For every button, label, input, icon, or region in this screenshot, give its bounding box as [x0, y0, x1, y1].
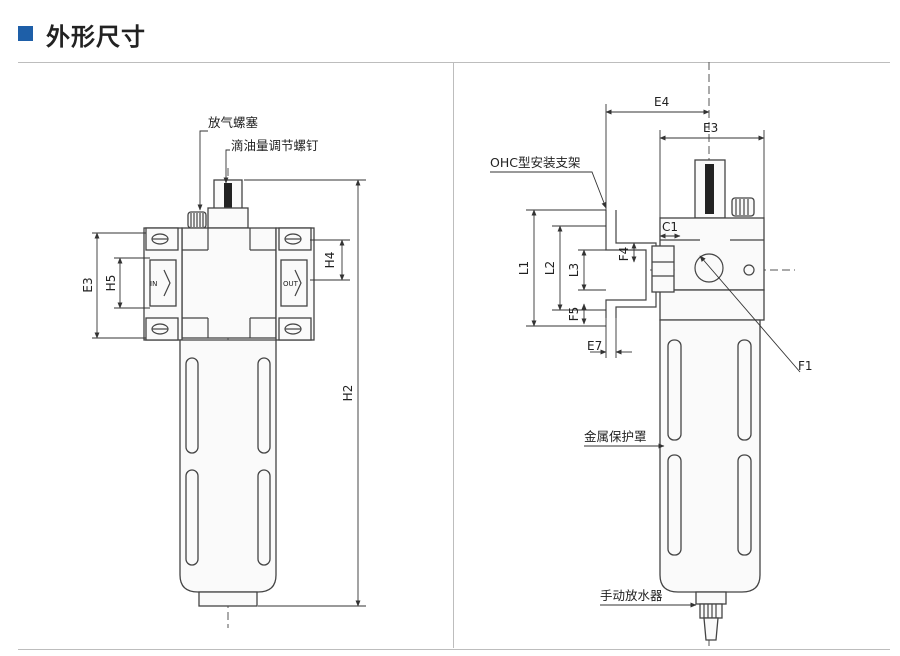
left-drain-cap	[198, 591, 258, 607]
dim-e4: E4	[654, 95, 669, 109]
dim-c1: C1	[662, 220, 678, 234]
callout-bracket: OHC型安装支架	[490, 155, 580, 170]
left-lubricator-view: IN OUT 放气螺塞 滴油量调节螺钉 E3 H5 H4	[81, 115, 366, 628]
manual-drain-knob	[695, 591, 727, 605]
view-divider	[453, 62, 454, 648]
guard-slot-4	[737, 454, 752, 556]
port-in-label: IN	[150, 280, 157, 288]
right-head-lower	[659, 289, 765, 321]
bowl-slot-2	[257, 357, 271, 454]
guard-slot-1	[667, 339, 682, 441]
port-out-label: OUT	[283, 280, 299, 288]
dim-h5: H5	[104, 275, 118, 292]
callout-drip-screw: 滴油量调节螺钉	[231, 138, 319, 153]
drip-screw-slot	[224, 183, 232, 226]
left-head-block	[181, 227, 277, 339]
right-bowl	[659, 319, 761, 593]
bowl-slot-1	[185, 357, 199, 454]
guard-slot-2	[737, 339, 752, 441]
callout-guard: 金属保护罩	[584, 429, 647, 444]
dim-e7: E7	[587, 339, 602, 353]
dim-e3-right: E3	[703, 121, 718, 135]
screw-base	[207, 207, 249, 229]
mounting-bracket	[605, 210, 647, 318]
drain-nozzle	[703, 617, 719, 641]
drawing-frame	[18, 62, 890, 650]
port-circle	[694, 253, 724, 283]
dim-f4: F4	[617, 247, 631, 262]
guard-slot-3	[667, 454, 682, 556]
right-plug-icon	[731, 197, 755, 217]
right-lubricator-view: E4 E3 C1 F4 L1 L2 L3 F5 E7 F1	[490, 62, 813, 648]
in-port-window	[149, 259, 177, 307]
callout-drain: 手动放水器	[600, 588, 663, 603]
dim-l2: L2	[543, 261, 557, 275]
bowl-slot-4	[257, 469, 271, 566]
dim-l1: L1	[517, 261, 531, 275]
dim-l3: L3	[567, 263, 581, 277]
left-bowl	[179, 339, 277, 593]
title-marker	[18, 26, 33, 41]
page-title: 外形尺寸	[46, 23, 146, 51]
dim-h2: H2	[341, 385, 355, 402]
drain-knurl	[699, 603, 723, 619]
header: 外形尺寸	[0, 0, 900, 60]
dim-f5: F5	[567, 307, 581, 322]
dim-e3-left: E3	[81, 277, 95, 292]
bracket-nut	[651, 245, 675, 293]
out-port-window	[280, 259, 308, 307]
dim-f1: F1	[798, 359, 813, 373]
callout-drain-plug: 放气螺塞	[208, 115, 259, 130]
dim-h4: H4	[323, 252, 337, 269]
bowl-slot-3	[185, 469, 199, 566]
